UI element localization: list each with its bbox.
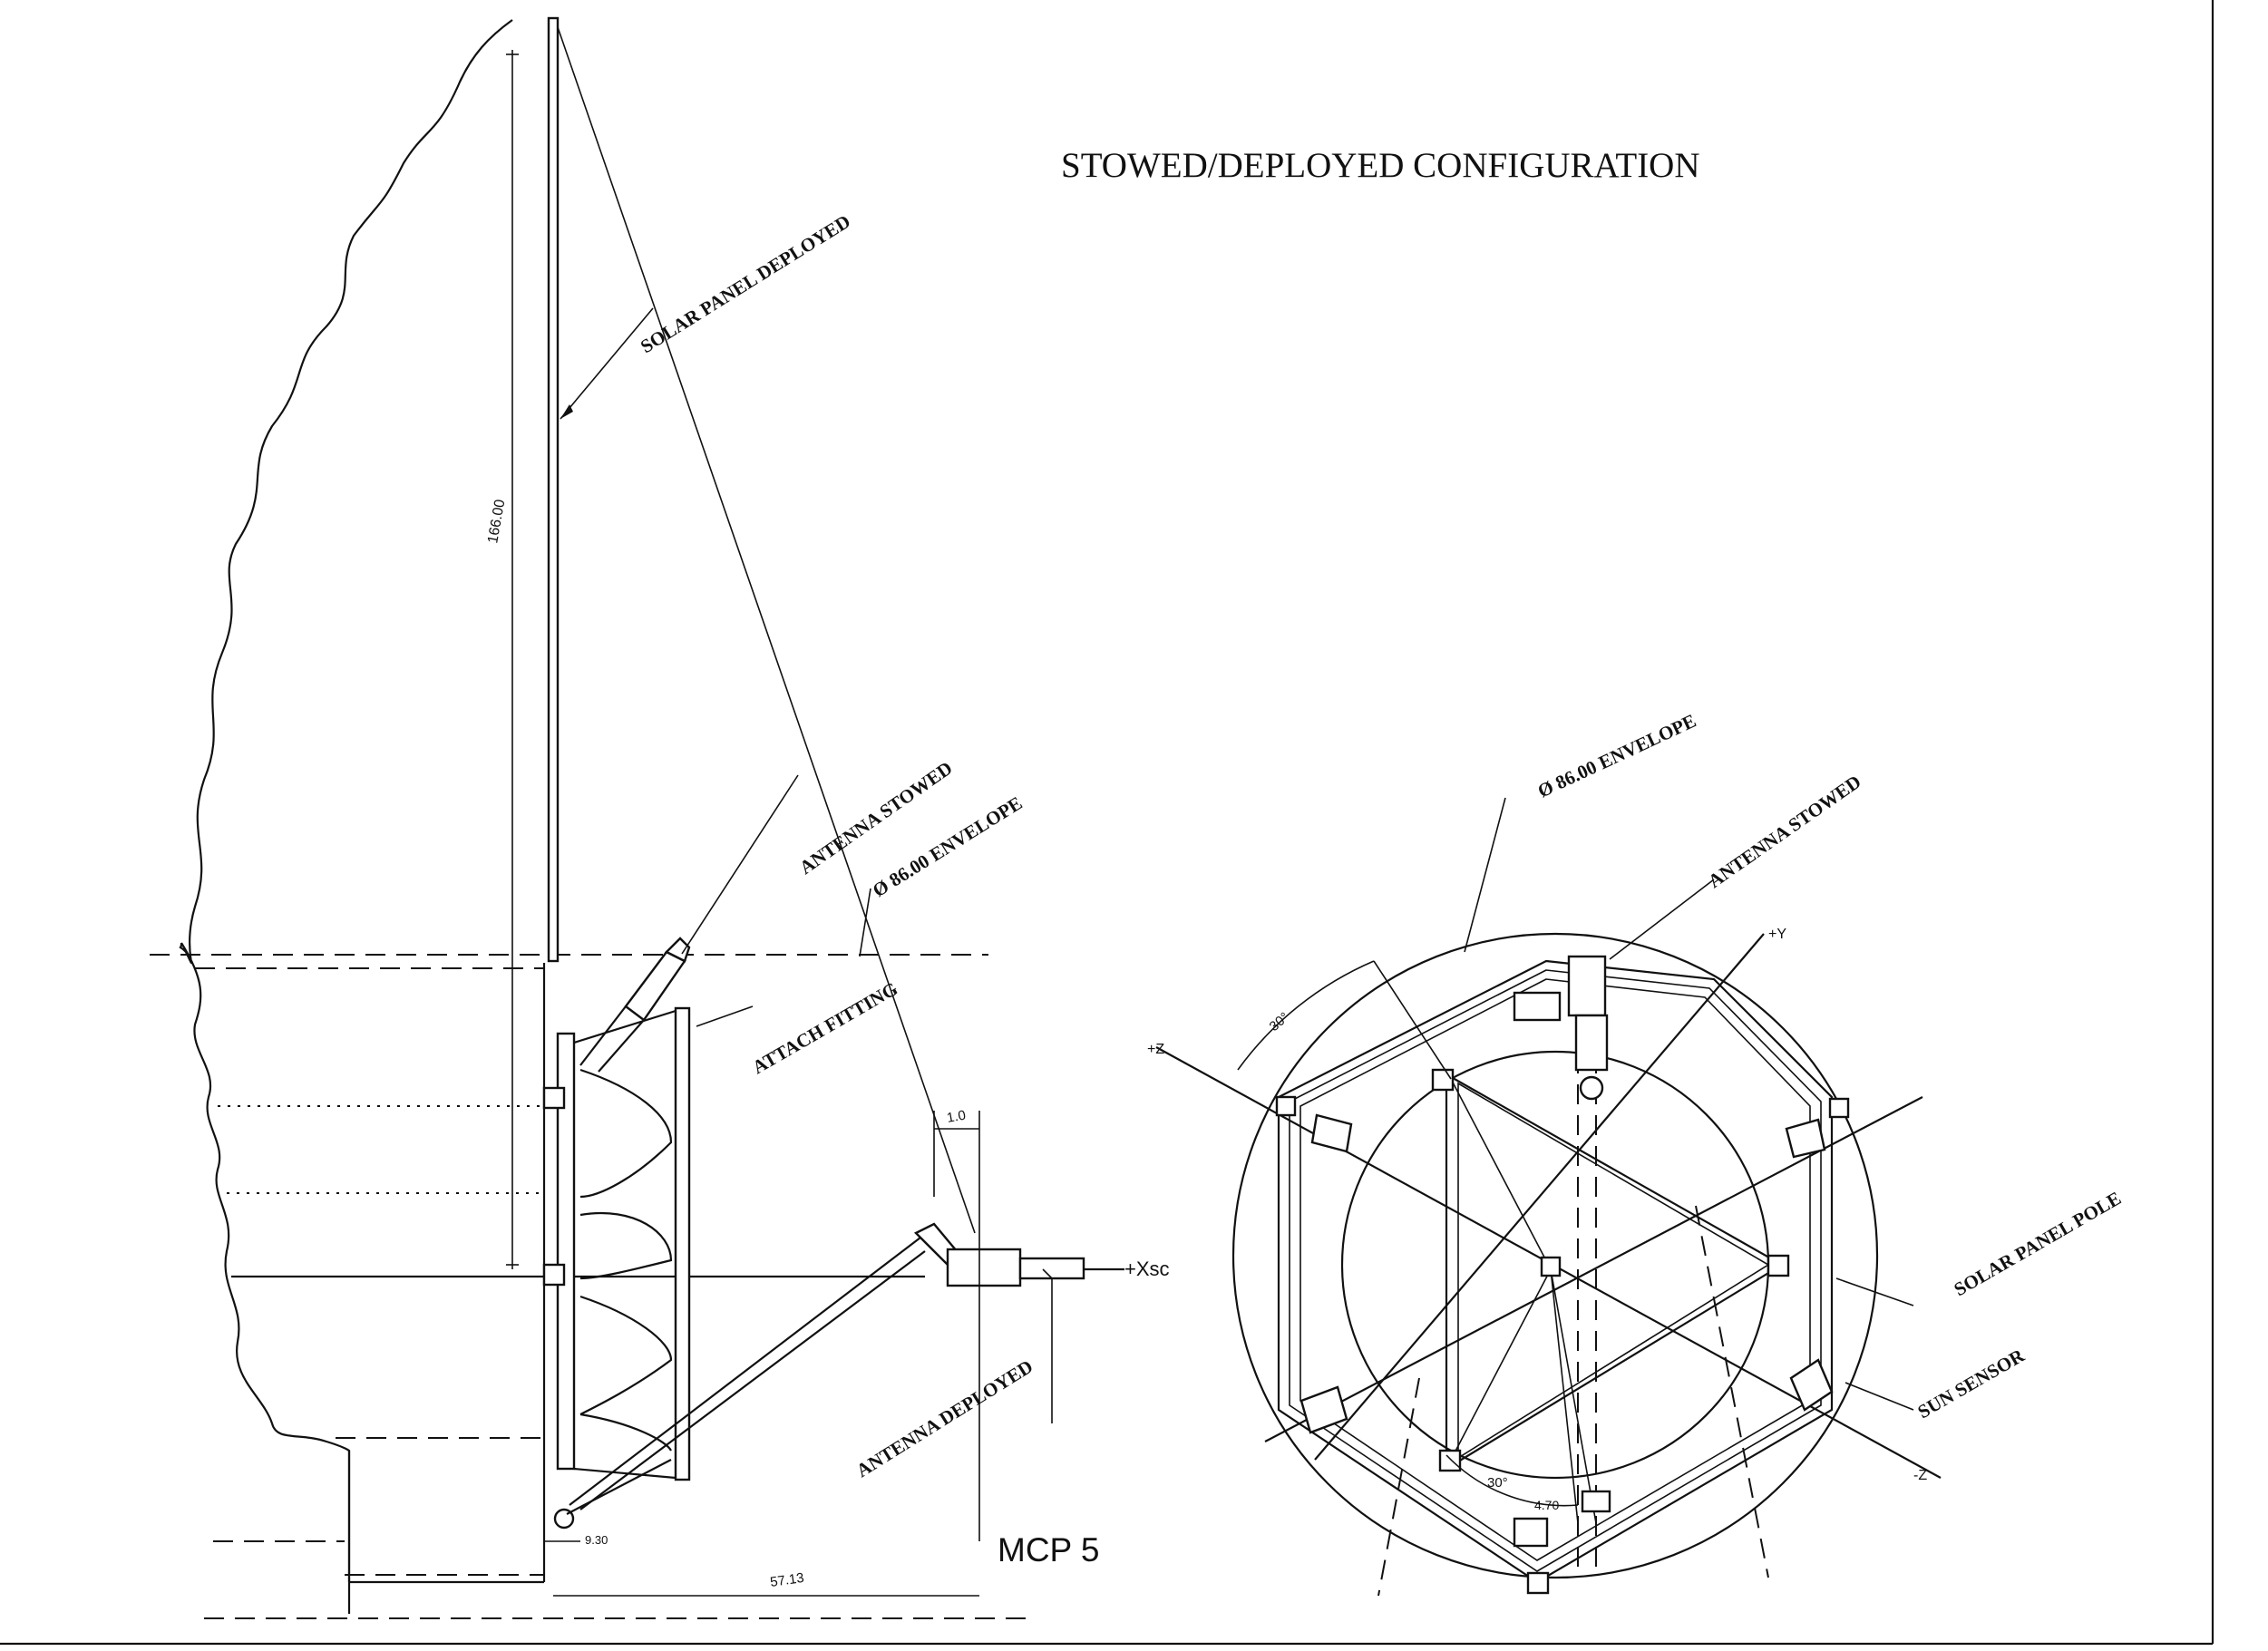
sun-sensor-label: SUN SENSOR xyxy=(1914,1344,2029,1423)
panel-length-label: 166.00 xyxy=(485,498,508,544)
drawing-title: STOWED/DEPLOYED CONFIGURATION xyxy=(1061,146,1700,185)
attach-fitting-label: ATTACH FITTING xyxy=(749,977,901,1078)
antenna-stowed-part xyxy=(579,937,691,1073)
x-axis-label: +Xsc xyxy=(1124,1258,1170,1280)
sun-sensor-parts xyxy=(1299,1113,1834,1434)
inner-triangle xyxy=(1445,1073,1785,1471)
attach-fitting xyxy=(542,1006,691,1530)
solar-panel-mast xyxy=(547,16,560,963)
plus-z-label: +Z xyxy=(1147,1042,1164,1057)
antenna-deployed-label: ANTENNA DEPLOYED xyxy=(852,1355,1037,1481)
dim-inner-label: 4.70 xyxy=(1534,1498,1559,1512)
dim-offset-label: 9.30 xyxy=(585,1533,608,1547)
antenna-deployed-part xyxy=(569,1222,1124,1510)
dim-bottom-label: 57.13 xyxy=(769,1570,805,1590)
top-view: Ø 86.00 ENVELOPE ANTENNA STOWED SOLAR PA… xyxy=(1147,710,2126,1597)
hexagon-frame xyxy=(1277,959,1834,1584)
envelope-label-top: Ø 86.00 ENVELOPE xyxy=(1534,710,1699,802)
page-frame xyxy=(0,0,2214,1646)
spacecraft-outline xyxy=(179,19,513,1614)
dim-small-label: 1.0 xyxy=(946,1108,967,1126)
side-view: 166.00 xyxy=(150,16,1170,1619)
antenna-stowed-label-top: ANTENNA STOWED xyxy=(1704,771,1864,892)
center-hub xyxy=(1540,1256,1562,1277)
solar-panel-deployed-label: SOLAR PANEL DEPLOYED xyxy=(637,210,854,357)
top-antenna xyxy=(1513,955,1609,1101)
minus-z-label: -Z xyxy=(1913,1468,1927,1483)
solar-panel-label-top: SOLAR PANEL POLE xyxy=(1951,1187,2126,1300)
angle-inner-label: 30° xyxy=(1487,1475,1508,1491)
envelope-circle xyxy=(1231,932,1879,1579)
plus-y-label: +Y xyxy=(1768,927,1786,942)
mcp-label: MCP 5 xyxy=(998,1531,1099,1568)
